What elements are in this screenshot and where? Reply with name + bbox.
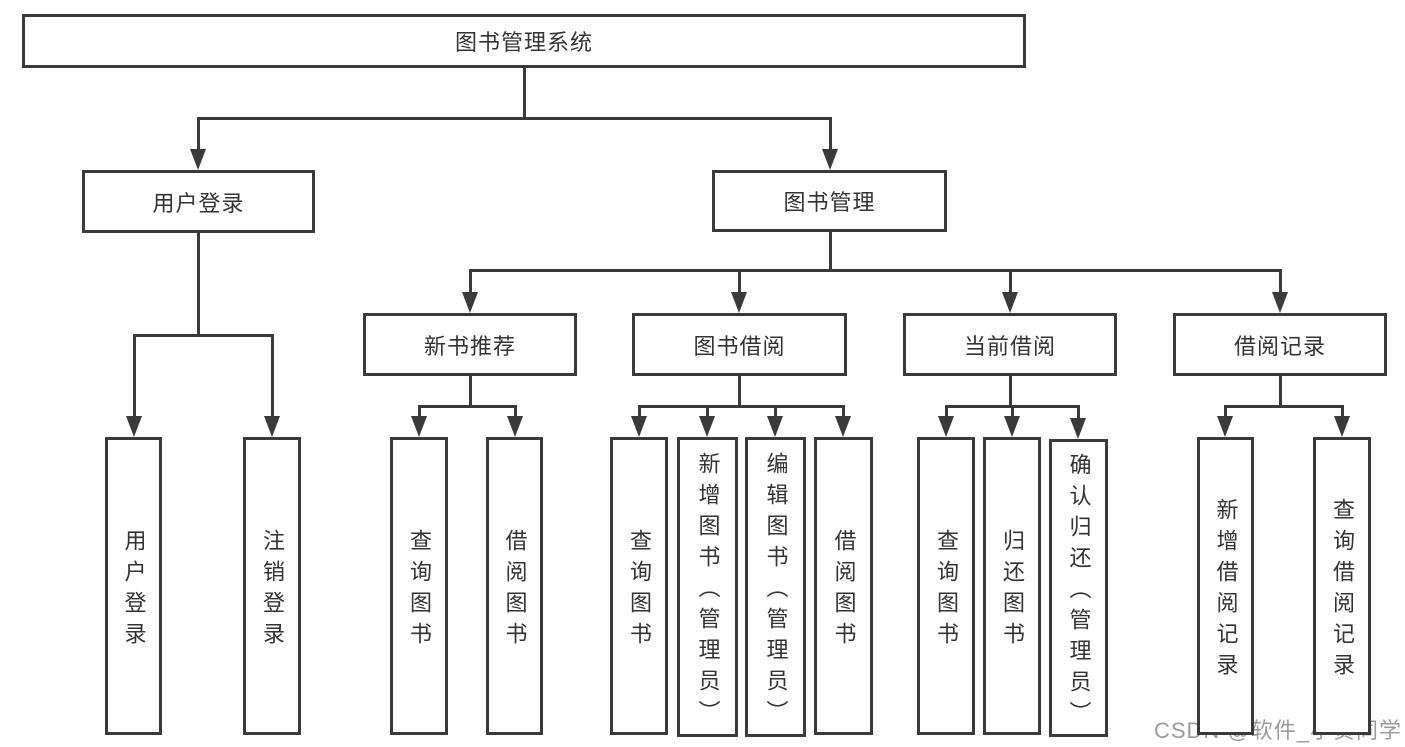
node-label: 归还图书 [1000,528,1025,653]
node-leaf-cb-query-book: 查询图书 [917,437,975,735]
connector-line [828,230,832,272]
connector-line [1010,404,1014,421]
node-label: 注销登录 [260,528,285,653]
connector-line [468,268,1282,272]
connector-line [1340,404,1344,421]
node-leaf-nb-borrow-book: 借阅图书 [486,437,543,735]
node-leaf-cb-return-book: 归还图书 [983,437,1041,735]
connector-line [196,116,200,154]
node-label: 图书管理 [783,190,876,215]
node-label: 借阅图书 [502,528,528,653]
node-label: 当前借阅 [963,333,1056,359]
connector-line [841,404,845,421]
node-user-login-branch: 用户登录 [82,170,315,233]
node-new-book-recommend: 新书推荐 [363,313,577,376]
connector-line [132,333,136,421]
arrow-head-icon [631,416,647,437]
arrow-head-icon [1272,292,1288,313]
node-label: 图书借阅 [693,333,786,359]
connector-line [1076,404,1080,421]
node-system-root: 图书管理系统 [22,14,1026,68]
arrow-head-icon [126,416,142,437]
connector-line [270,333,274,421]
node-label: 用户登录 [152,190,245,216]
node-leaf-bb-add-book: 新增图书（管理员） [677,437,738,737]
node-leaf-br-query-record: 查询借阅记录 [1313,437,1371,735]
node-label: 确认归还（管理员） [1066,453,1092,732]
connector-line [705,404,709,421]
arrow-head-icon [767,416,783,437]
node-borrow-records: 借阅记录 [1173,313,1387,376]
node-leaf-bb-borrow-book: 借阅图书 [814,437,873,735]
arrow-head-icon [731,292,747,313]
arrow-head-icon [411,416,427,437]
node-label: 新书推荐 [423,333,516,359]
connector-line [1223,404,1227,421]
arrow-head-icon [1002,292,1018,313]
connector-line [1278,374,1282,408]
connector-line [828,116,832,154]
node-label: 用户登录 [121,528,147,653]
connector-line [1278,268,1282,297]
node-leaf-cb-confirm: 确认归还（管理员） [1049,439,1108,737]
connector-line [196,231,200,337]
connector-line [417,404,517,408]
connector-line [773,404,777,421]
node-label: 借阅记录 [1233,333,1326,359]
arrow-head-icon [835,416,851,437]
connector-line [522,66,526,120]
connector-line [513,404,517,421]
connector-line [637,404,845,408]
arrow-head-icon [190,149,206,170]
connector-line [1223,404,1344,408]
node-label: 查询借阅记录 [1330,497,1355,684]
node-leaf-bb-query-book: 查询图书 [610,437,668,735]
connector-line [944,404,948,421]
arrow-head-icon [938,416,954,437]
connector-line [468,268,472,297]
connector-line [468,374,472,408]
node-label: 编辑图书（管理员） [763,452,789,731]
connector-line [1008,374,1012,408]
arrow-head-icon [264,416,280,437]
connector-line [737,374,741,408]
connector-line [737,268,741,297]
node-label: 新增借阅记录 [1213,497,1239,684]
node-leaf-logout: 注销登录 [243,437,301,735]
node-label: 借阅图书 [831,528,857,653]
node-label: 新增图书（管理员） [695,452,721,731]
connector-line [196,116,832,120]
arrow-head-icon [822,149,838,170]
arrow-head-icon [462,292,478,313]
connector-line [637,404,641,421]
node-leaf-bb-edit-book: 编辑图书（管理员） [745,437,806,737]
node-leaf-user-login: 用户登录 [105,437,162,735]
node-leaf-nb-query-book: 查询图书 [390,437,448,735]
arrow-head-icon [507,416,523,437]
node-label: 查询图书 [627,528,652,653]
connector-line [417,404,421,421]
connector-line [132,333,274,337]
node-label: 图书管理系统 [454,30,593,55]
connector-line [1008,268,1012,297]
arrow-head-icon [1070,418,1086,439]
node-label: 查询图书 [407,528,432,653]
arrow-head-icon [1004,416,1020,437]
node-current-borrow: 当前借阅 [903,313,1117,376]
arrow-head-icon [699,416,715,437]
arrow-head-icon [1334,416,1350,437]
arrow-head-icon [1217,416,1233,437]
node-label: 查询图书 [934,528,959,653]
node-leaf-br-add-record: 新增借阅记录 [1197,437,1254,735]
node-book-borrow: 图书借阅 [632,313,847,376]
node-book-mgmt-branch: 图书管理 [712,170,947,232]
